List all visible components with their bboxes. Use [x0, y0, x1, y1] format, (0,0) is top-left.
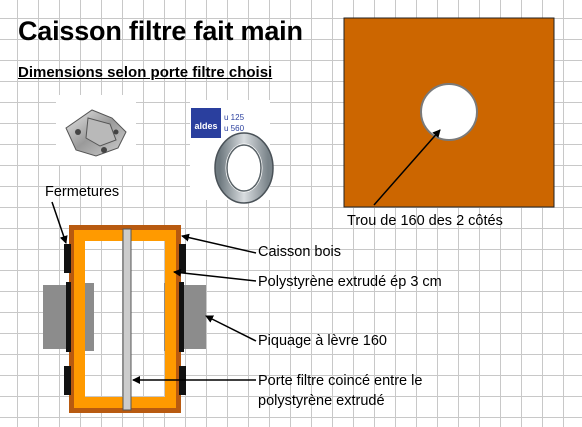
duct-hole [420, 83, 478, 141]
latch-top-left [64, 244, 71, 273]
brand-logo-text: aldes [194, 121, 217, 131]
label-polystyrene: Polystyrène extrudé ép 3 cm [258, 274, 442, 290]
product-code-2: u 560 [224, 124, 245, 133]
label-piquage: Piquage à lèvre 160 [258, 333, 387, 349]
duct-collar-image: aldes u 125 u 560 [190, 100, 274, 204]
spigot-right-outer [182, 285, 206, 349]
arrow-piquage [205, 315, 257, 342]
product-code-1: u 125 [224, 113, 245, 122]
spigot-left-inner [85, 283, 94, 351]
arrow-polystyrene [173, 268, 257, 282]
toggle-latch-image [56, 95, 136, 165]
arrow-trou [373, 129, 441, 206]
label-fermetures: Fermetures [45, 184, 120, 200]
latch-top-right [179, 244, 186, 273]
arrow-caisson [181, 233, 257, 254]
filter-holder [122, 228, 132, 411]
label-porte-filtre-line2: polystyrène extrudé [258, 393, 385, 409]
label-trou: Trou de 160 des 2 côtés [347, 213, 503, 229]
page-subtitle: Dimensions selon porte filtre choisi [18, 64, 273, 81]
label-caisson-bois: Caisson bois [258, 244, 342, 260]
label-porte-filtre-line1: Porte filtre coincé entre le [258, 373, 423, 389]
caisson-section [43, 225, 206, 413]
spigot-left-outer [43, 285, 68, 349]
arrow-fermetures [51, 201, 68, 244]
page-title: Caisson filtre fait main [18, 16, 303, 46]
latch-bottom-left [64, 366, 71, 395]
